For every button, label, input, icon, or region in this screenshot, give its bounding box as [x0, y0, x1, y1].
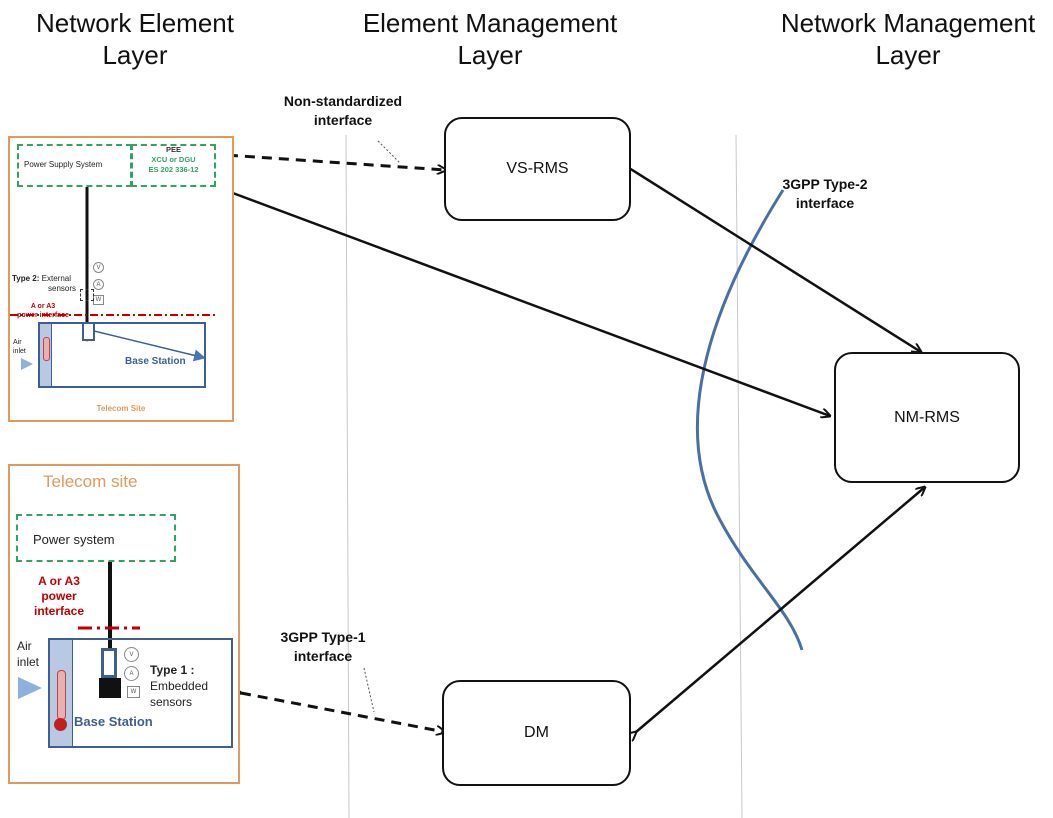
- embedded-line: Embedded: [150, 679, 209, 693]
- top-base-station-label: Base Station: [125, 356, 186, 367]
- power-system-label: Power system: [33, 532, 115, 547]
- layer-title-line: Element Management: [362, 8, 618, 38]
- air-line: inlet: [17, 655, 40, 669]
- dm-label: DM: [524, 724, 549, 741]
- label-line: 3GPP Type-2: [782, 176, 868, 192]
- meter-label: W: [95, 297, 102, 303]
- top-air-inlet-label: Air inlet: [13, 338, 26, 356]
- top-sensor-device-icon: [82, 322, 95, 341]
- power-if-line: power: [41, 589, 77, 603]
- power-if-line: A or A3: [30, 303, 56, 310]
- top-air-arrow-icon: [21, 358, 33, 370]
- layer-title-line: Network Management: [780, 8, 1036, 38]
- layer-title-line: Layer: [102, 40, 168, 70]
- air-line: inlet: [13, 348, 26, 355]
- type2-interface-label: 3GPP Type-2 interface: [770, 175, 880, 213]
- power-system-box[interactable]: [16, 514, 176, 562]
- meter-label: V: [96, 264, 101, 271]
- layer-title-line: Layer: [875, 40, 941, 70]
- pee-label: PEE XCU or DGU ES 202 336-12: [131, 145, 216, 175]
- type1-bold: Type 1: [150, 663, 188, 677]
- telecom-site-bottom-title: Telecom site: [43, 472, 138, 491]
- layer-title-element-management: Element Management Layer: [340, 7, 640, 71]
- meter-label: A: [96, 281, 101, 288]
- top-thermometer-icon: [43, 337, 50, 361]
- vs-rms-node[interactable]: VS-RMS: [444, 117, 631, 221]
- pee-line: PEE: [165, 145, 181, 154]
- nm-rms-label: NM-RMS: [894, 408, 960, 426]
- bottom-power-interface-label: A or A3 power interface: [28, 574, 90, 619]
- bottom-base-station-box[interactable]: [48, 638, 233, 748]
- bottom-wattmeter-icon: W: [127, 686, 140, 698]
- power-supply-system-box[interactable]: [17, 144, 132, 187]
- nm-rms-node[interactable]: NM-RMS: [834, 352, 1020, 483]
- vs-rms-label: VS-RMS: [506, 160, 569, 177]
- type1-connector: [241, 693, 445, 732]
- type1-leader: [363, 667, 375, 713]
- bottom-air-arrow-icon: [18, 677, 42, 699]
- pee-to-nm-rms-connector: [214, 186, 830, 416]
- meter-label: W: [130, 689, 137, 695]
- embedded-line: sensors: [150, 695, 193, 709]
- meter-label: V: [129, 651, 134, 658]
- bottom-air-inlet-label: Air inlet: [17, 638, 39, 670]
- meter-label: A: [129, 670, 134, 677]
- label-line: interface: [313, 112, 373, 128]
- non-standardized-connector: [211, 154, 446, 170]
- non-standardized-interface-label: Non-standardized interface: [263, 92, 423, 130]
- label-line: interface: [795, 195, 855, 211]
- wattmeter-icon: W: [93, 295, 104, 305]
- pee-line: XCU or DGU: [151, 155, 196, 164]
- type2-rest: External: [39, 274, 71, 283]
- label-line: Non-standardized: [283, 93, 403, 109]
- air-line: Air: [13, 339, 22, 346]
- type1-sensor-label: Type 1 : Embedded sensors: [150, 662, 208, 710]
- bottom-ammeter-icon: A: [124, 666, 139, 681]
- top-power-interface-label: A or A3 power interface: [10, 302, 76, 320]
- air-line: Air: [17, 639, 32, 653]
- type2-sensors-label: Type 2: External sensors: [12, 274, 76, 294]
- ammeter-icon: A: [93, 279, 104, 290]
- power-supply-system-label: Power Supply System: [24, 160, 103, 169]
- type1-interface-label: 3GPP Type-1 interface: [268, 628, 378, 666]
- power-if-line: A or A3: [38, 574, 80, 588]
- pee-box[interactable]: [131, 144, 216, 187]
- dm-to-nm-rms-connector: [636, 487, 925, 732]
- label-line: interface: [293, 648, 353, 664]
- bottom-voltmeter-icon: V: [124, 647, 139, 662]
- power-if-line: interface: [33, 604, 85, 618]
- vs-rms-to-nm-rms-connector: [629, 168, 921, 352]
- dm-node[interactable]: DM: [442, 680, 631, 786]
- bottom-sensor-device-icon: [101, 648, 117, 678]
- top-base-station-box[interactable]: [38, 322, 206, 388]
- bottom-thermometer-icon: [57, 670, 66, 720]
- sensors-word: sensors: [48, 284, 77, 293]
- non-standardized-leader: [377, 140, 401, 164]
- layer-title-line: Layer: [457, 40, 523, 70]
- sensor-probe-icon: [80, 289, 94, 301]
- type1-colon: :: [187, 663, 195, 677]
- bottom-base-station-label: Base Station: [74, 714, 153, 729]
- boundary-curve: [695, 189, 804, 651]
- type2-bold: Type 2:: [12, 274, 40, 283]
- layer-title-network-management: Network Management Layer: [763, 7, 1053, 71]
- telecom-site-top-label: Telecom Site: [96, 404, 146, 413]
- voltmeter-icon: V: [93, 262, 104, 273]
- layer-title-line: Network Element: [36, 8, 234, 38]
- pee-line: ES 202 336-12: [148, 165, 199, 174]
- label-line: 3GPP Type-1: [280, 629, 366, 645]
- layer-title-network-element: Network Element Layer: [15, 7, 255, 71]
- bottom-sensor-block-icon: [99, 678, 121, 698]
- bottom-thermometer-bulb-icon: [54, 718, 67, 731]
- power-if-line: power interface: [17, 312, 69, 319]
